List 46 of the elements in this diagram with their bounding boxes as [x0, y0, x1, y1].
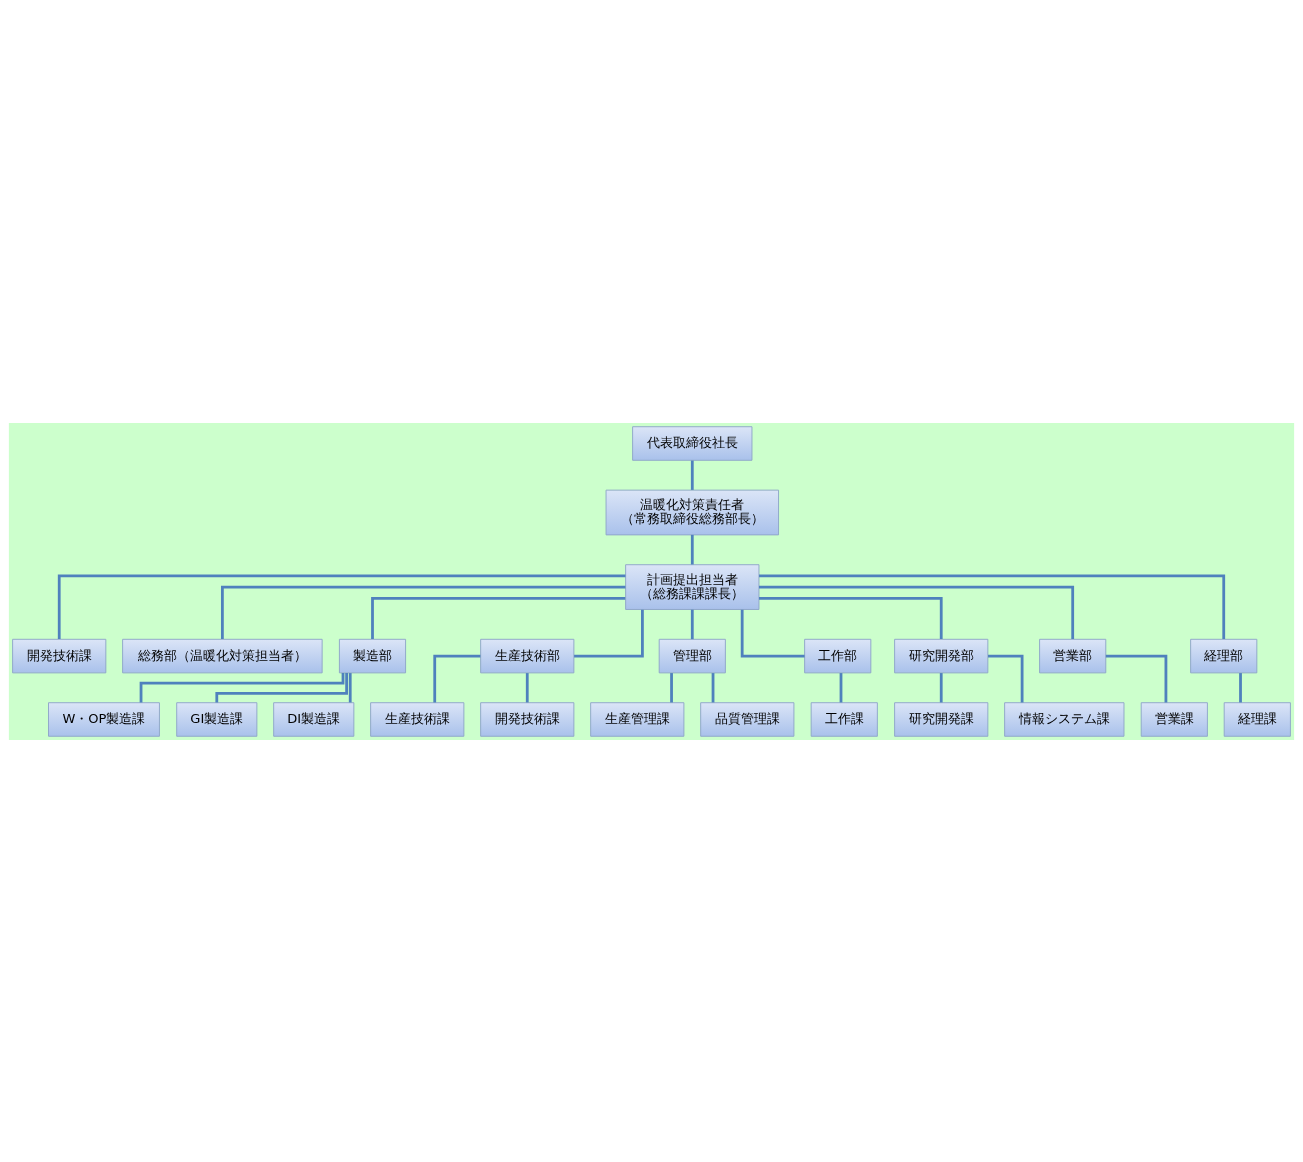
node-box: 代表取締役社長 [632, 425, 753, 461]
connector [525, 672, 529, 702]
connector [1105, 654, 1168, 702]
node-box: 情報システム課 [1004, 701, 1125, 737]
connector [690, 534, 694, 564]
node-box: 計画提出担当者 （総務課課課長） [625, 563, 760, 610]
connector [670, 672, 673, 702]
node-box: 開発技術課 [12, 638, 107, 673]
connector [939, 672, 943, 702]
node-box: 製造部 [338, 638, 407, 673]
connector [759, 585, 1075, 639]
node-box: 研究開発部 [894, 638, 989, 673]
connector [57, 574, 626, 639]
node-box: 温暖化対策責任者 （常務取締役総務部長） [605, 489, 779, 535]
node-box: 経理部 [1190, 638, 1258, 673]
connector [839, 672, 843, 702]
node-box: 生産技術課 [370, 701, 465, 737]
node-box: 研究開発課 [894, 701, 989, 737]
node-box: 総務部（温暖化対策担当者） [122, 638, 323, 673]
connector [348, 672, 352, 702]
node-box: 開発技術課 [480, 701, 575, 737]
node-box: 工作部 [804, 638, 872, 673]
connector [215, 672, 348, 702]
node-box: 管理部 [658, 638, 726, 673]
node-box: 営業課 [1140, 701, 1208, 737]
node-box: 工作課 [810, 701, 878, 737]
connector [690, 609, 694, 639]
node-box: 生産管理課 [590, 701, 685, 737]
connector [988, 654, 1024, 702]
connector [759, 596, 943, 639]
connector [1239, 672, 1242, 702]
node-box: 品質管理課 [700, 701, 795, 737]
connector [690, 460, 694, 490]
connector [221, 585, 626, 639]
connector [711, 672, 715, 702]
node-box: 営業部 [1039, 638, 1107, 673]
node-box: DI製造課 [273, 701, 355, 737]
node-box: 経理課 [1223, 701, 1291, 737]
connector [759, 574, 1226, 639]
connector [740, 609, 805, 657]
connector [433, 654, 481, 702]
node-box: W・OP製造課 [48, 701, 160, 737]
node-box: 生産技術部 [480, 638, 575, 673]
connector [371, 596, 626, 639]
node-box: GI製造課 [176, 701, 258, 737]
connector [574, 609, 644, 657]
